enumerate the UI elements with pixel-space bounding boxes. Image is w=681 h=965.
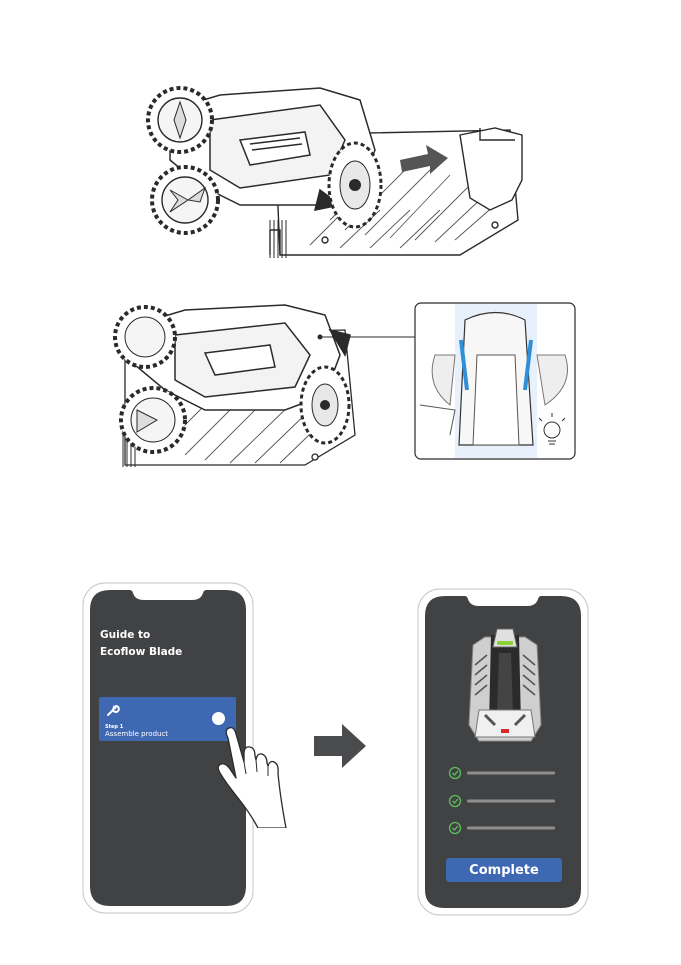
hand-pointer-icon	[210, 718, 300, 828]
mower-docking-illustration	[130, 80, 530, 265]
complete-button[interactable]: Complete	[446, 858, 562, 882]
mower-wheel-right	[329, 143, 381, 227]
mower-top-view-image	[465, 625, 545, 747]
mower-docked-illustration	[105, 295, 580, 475]
docked-wheel-rear	[121, 388, 185, 452]
arrow-right-icon	[312, 722, 368, 770]
indicator-light-detail-inset	[415, 303, 575, 459]
checklist-item-3	[450, 823, 556, 834]
check-circle-icon	[450, 796, 461, 807]
checklist-item-2	[450, 796, 556, 807]
docked-wheel-front	[115, 307, 175, 367]
docked-wheel-right	[301, 367, 349, 443]
checklist	[448, 765, 558, 835]
check-circle-icon	[450, 823, 461, 834]
checklist-item-1	[450, 768, 556, 779]
guide-title-line2: Ecoflow Blade	[100, 644, 240, 661]
step-title: Assemble product	[105, 730, 168, 738]
guide-title: Guide to Ecoflow Blade	[100, 627, 240, 661]
guide-title-line1: Guide to	[100, 627, 240, 644]
mower-wheel-rear-left	[152, 167, 218, 233]
mower-wheel-front-left	[148, 88, 212, 152]
check-circle-icon	[450, 768, 461, 779]
wrench-icon	[106, 703, 120, 717]
